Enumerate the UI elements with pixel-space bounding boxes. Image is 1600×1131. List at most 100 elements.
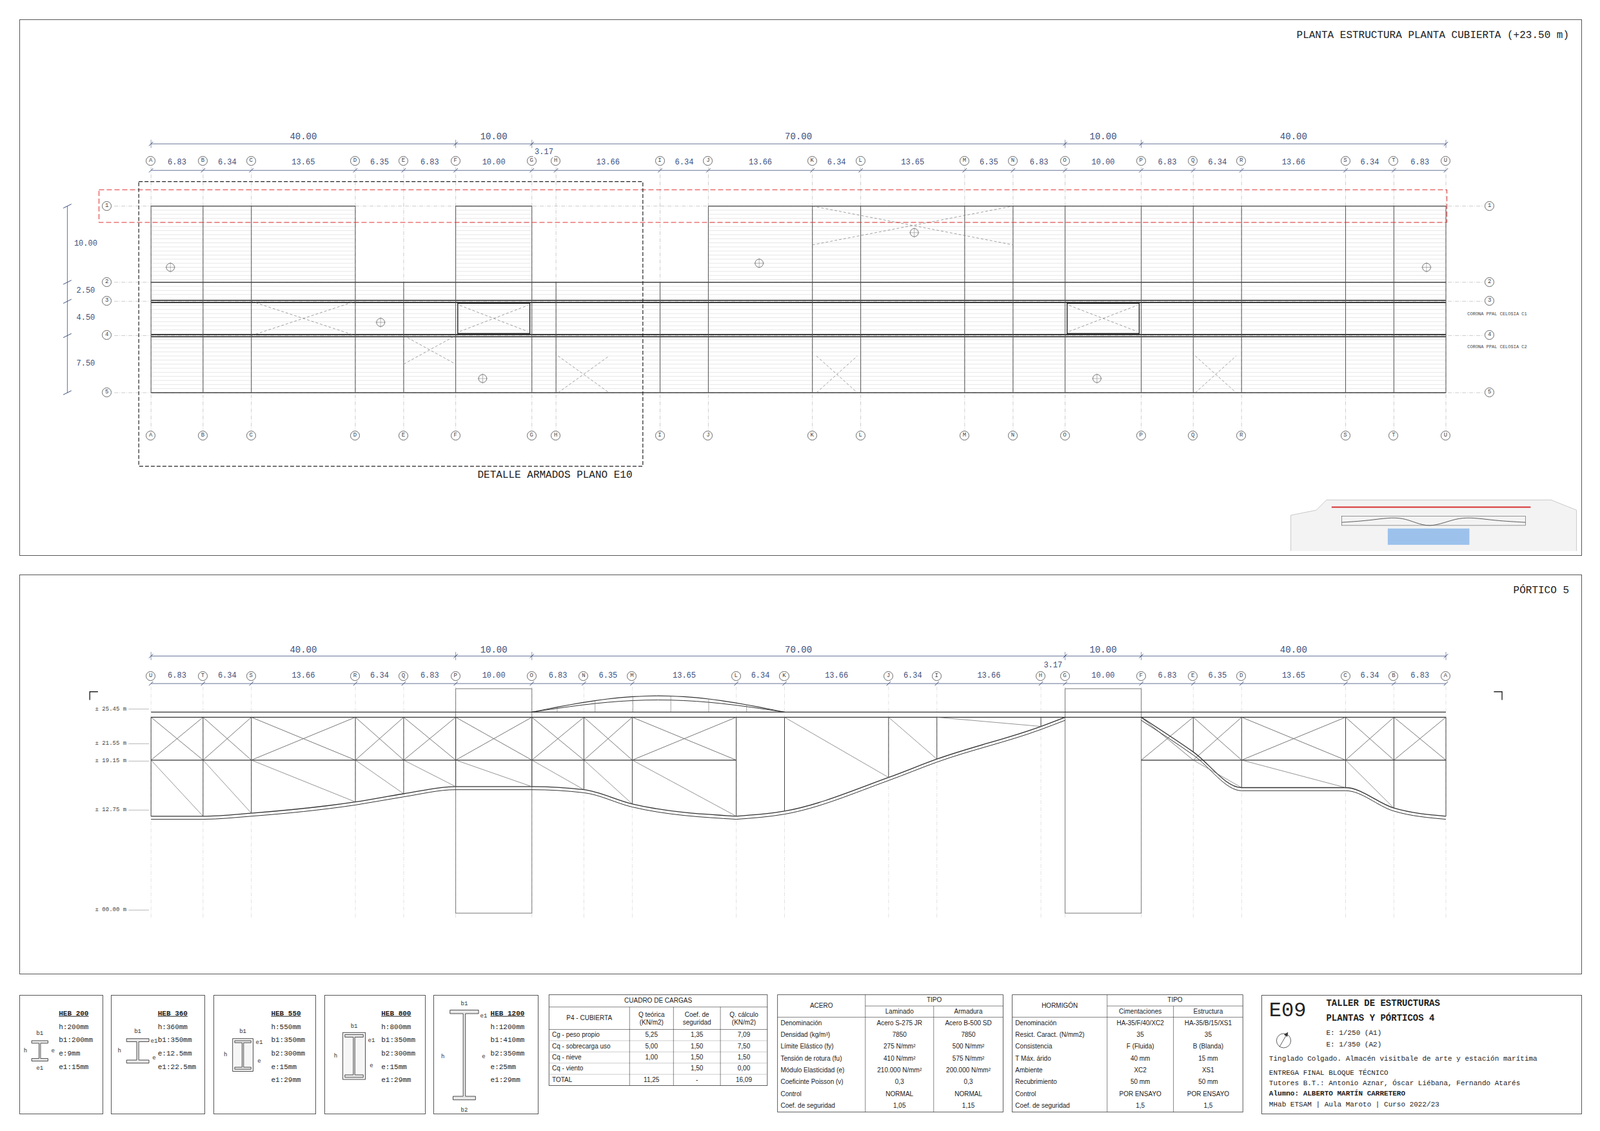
dimension-line [150, 683, 1446, 685]
dimension-tick [401, 681, 406, 686]
grid-letter: 5 [105, 389, 109, 396]
title-text: Tutores B.T.: Antonio Aznar, Óscar Liéba… [1269, 1079, 1521, 1088]
table-cell: NORMAL [885, 1090, 914, 1099]
label-slot: Laminado [885, 1007, 914, 1016]
table-cell: 50 mm [1198, 1078, 1219, 1087]
diagonal [937, 717, 1041, 727]
section-box: HEB 550h:550mmb1:350mmb2:300mme:15mme1:2… [213, 995, 317, 1115]
purlin [455, 250, 533, 252]
drawing-lines [31, 139, 1577, 1113]
label-slot: B (Blanda) [1193, 1043, 1224, 1052]
table-cell: 5,00 [645, 1042, 658, 1051]
table-cell: 0,00 [737, 1065, 751, 1074]
level-mark: ± 00.00 m [94, 906, 129, 914]
dimension: 6.83 [166, 158, 188, 168]
table-rule [1106, 995, 1108, 1113]
column-symbol [170, 262, 171, 273]
grid-bubble: R [1236, 430, 1246, 441]
grid-bubble: S [1340, 430, 1351, 441]
dimension-tick [630, 681, 634, 686]
text-slot: E09 [1269, 998, 1307, 1023]
title-text: Alumno: ALBERTO MARTÍN CARRETERO [1269, 1089, 1406, 1098]
section-box: HEB 800h:800mmb1:350mmb2:300mme:15mme1:2… [324, 995, 426, 1115]
grid-axis [811, 167, 813, 431]
beam [455, 206, 456, 393]
grid-letter: H [553, 158, 558, 164]
dimension: 10.00 [72, 239, 99, 249]
grid-bubble: 2 [1484, 277, 1495, 287]
section-spec: b2:300mm [270, 1049, 306, 1059]
label-slot: 6.83 [419, 671, 441, 682]
section-spec: h:1200mm [490, 1023, 525, 1032]
label-slot: Tensión de rotura (fu) [780, 1055, 842, 1063]
beam [1012, 206, 1014, 393]
purlin [150, 226, 356, 228]
diagonal [532, 760, 585, 791]
dimension: 6.83 [1409, 671, 1431, 682]
purlin [150, 347, 1446, 349]
text-slot: e:25mm [490, 1062, 517, 1072]
table-cell: 5,25 [645, 1031, 658, 1039]
label-slot: NORMAL [954, 1090, 983, 1099]
grid-bubble: H [1035, 671, 1046, 682]
label-slot: Ambiente [1015, 1066, 1043, 1075]
purlin [455, 263, 533, 264]
grid-axis [888, 686, 889, 919]
section-spec: h:800mm [381, 1023, 411, 1032]
diagonal [150, 717, 204, 760]
post [583, 717, 585, 790]
dimension: 40.00 [288, 644, 318, 656]
diagonal [455, 717, 533, 760]
label-slot: Coeficinte Poisson (ν) [780, 1078, 843, 1087]
table-cell: TIPO [926, 997, 942, 1005]
dimension-tick [455, 139, 456, 149]
section-dimension: b1 [134, 1028, 142, 1036]
beam [150, 206, 152, 393]
text-slot: e1:22.5mm [158, 1062, 197, 1072]
table-cell: HA-35/F/40/XC2 [1116, 1019, 1164, 1028]
grid-bubble: 5 [101, 387, 112, 398]
table-cell: 1,50 [690, 1065, 703, 1074]
diagonal [632, 717, 736, 760]
bottom-chord [150, 790, 736, 820]
dimension: 70.00 [783, 131, 814, 142]
label-slot: 6.35 [1206, 671, 1228, 682]
dimension: 6.34 [216, 671, 238, 682]
label-slot: b1 [36, 1030, 44, 1038]
label-slot: 410 N/mm² [883, 1055, 916, 1063]
label-slot: 50 mm [1198, 1078, 1219, 1087]
label-slot: F (Fluida) [1126, 1043, 1155, 1052]
label-slot: Cimentaciones [1118, 1007, 1162, 1016]
section-dimension: e1 [36, 1064, 44, 1072]
table-cell: Denominación [780, 1019, 822, 1028]
table-cell: Cq - nieve [552, 1053, 582, 1062]
arch [532, 695, 785, 712]
section-dimension: e [152, 1055, 156, 1062]
purlin [150, 263, 356, 264]
text-slot: ENTREGA FINAL BLOQUE TÉCNICO [1269, 1069, 1389, 1078]
purlin [455, 242, 533, 244]
table-frame [1012, 995, 1244, 1113]
table-cell: 1,05 [893, 1102, 906, 1110]
text-slot: b2:300mm [270, 1049, 306, 1059]
dimension: 6.35 [597, 671, 619, 682]
label-slot: 13.66 [975, 671, 1002, 682]
label-slot: 6.34 [1206, 158, 1228, 168]
label-slot: Recubrimiento [1015, 1078, 1057, 1087]
section-dimension: e1 [480, 1013, 488, 1020]
grid-axis [1393, 686, 1395, 919]
purlin [708, 263, 1446, 264]
table-cell: 15 mm [1198, 1055, 1219, 1063]
label-slot: b2 [461, 1106, 469, 1114]
grid-letter: I [935, 673, 939, 680]
text-slot: b1:350mm [270, 1036, 306, 1045]
dimension-tick [453, 681, 458, 686]
purlin [708, 254, 1446, 256]
label-slot: Control [780, 1090, 801, 1099]
grid-bubble: K [807, 430, 818, 441]
dimension-line [67, 206, 68, 393]
grid-letter: N [1011, 158, 1015, 164]
bracing [1195, 355, 1236, 393]
table-rule [629, 1007, 631, 1087]
label-slot: 50 mm [1130, 1078, 1151, 1087]
